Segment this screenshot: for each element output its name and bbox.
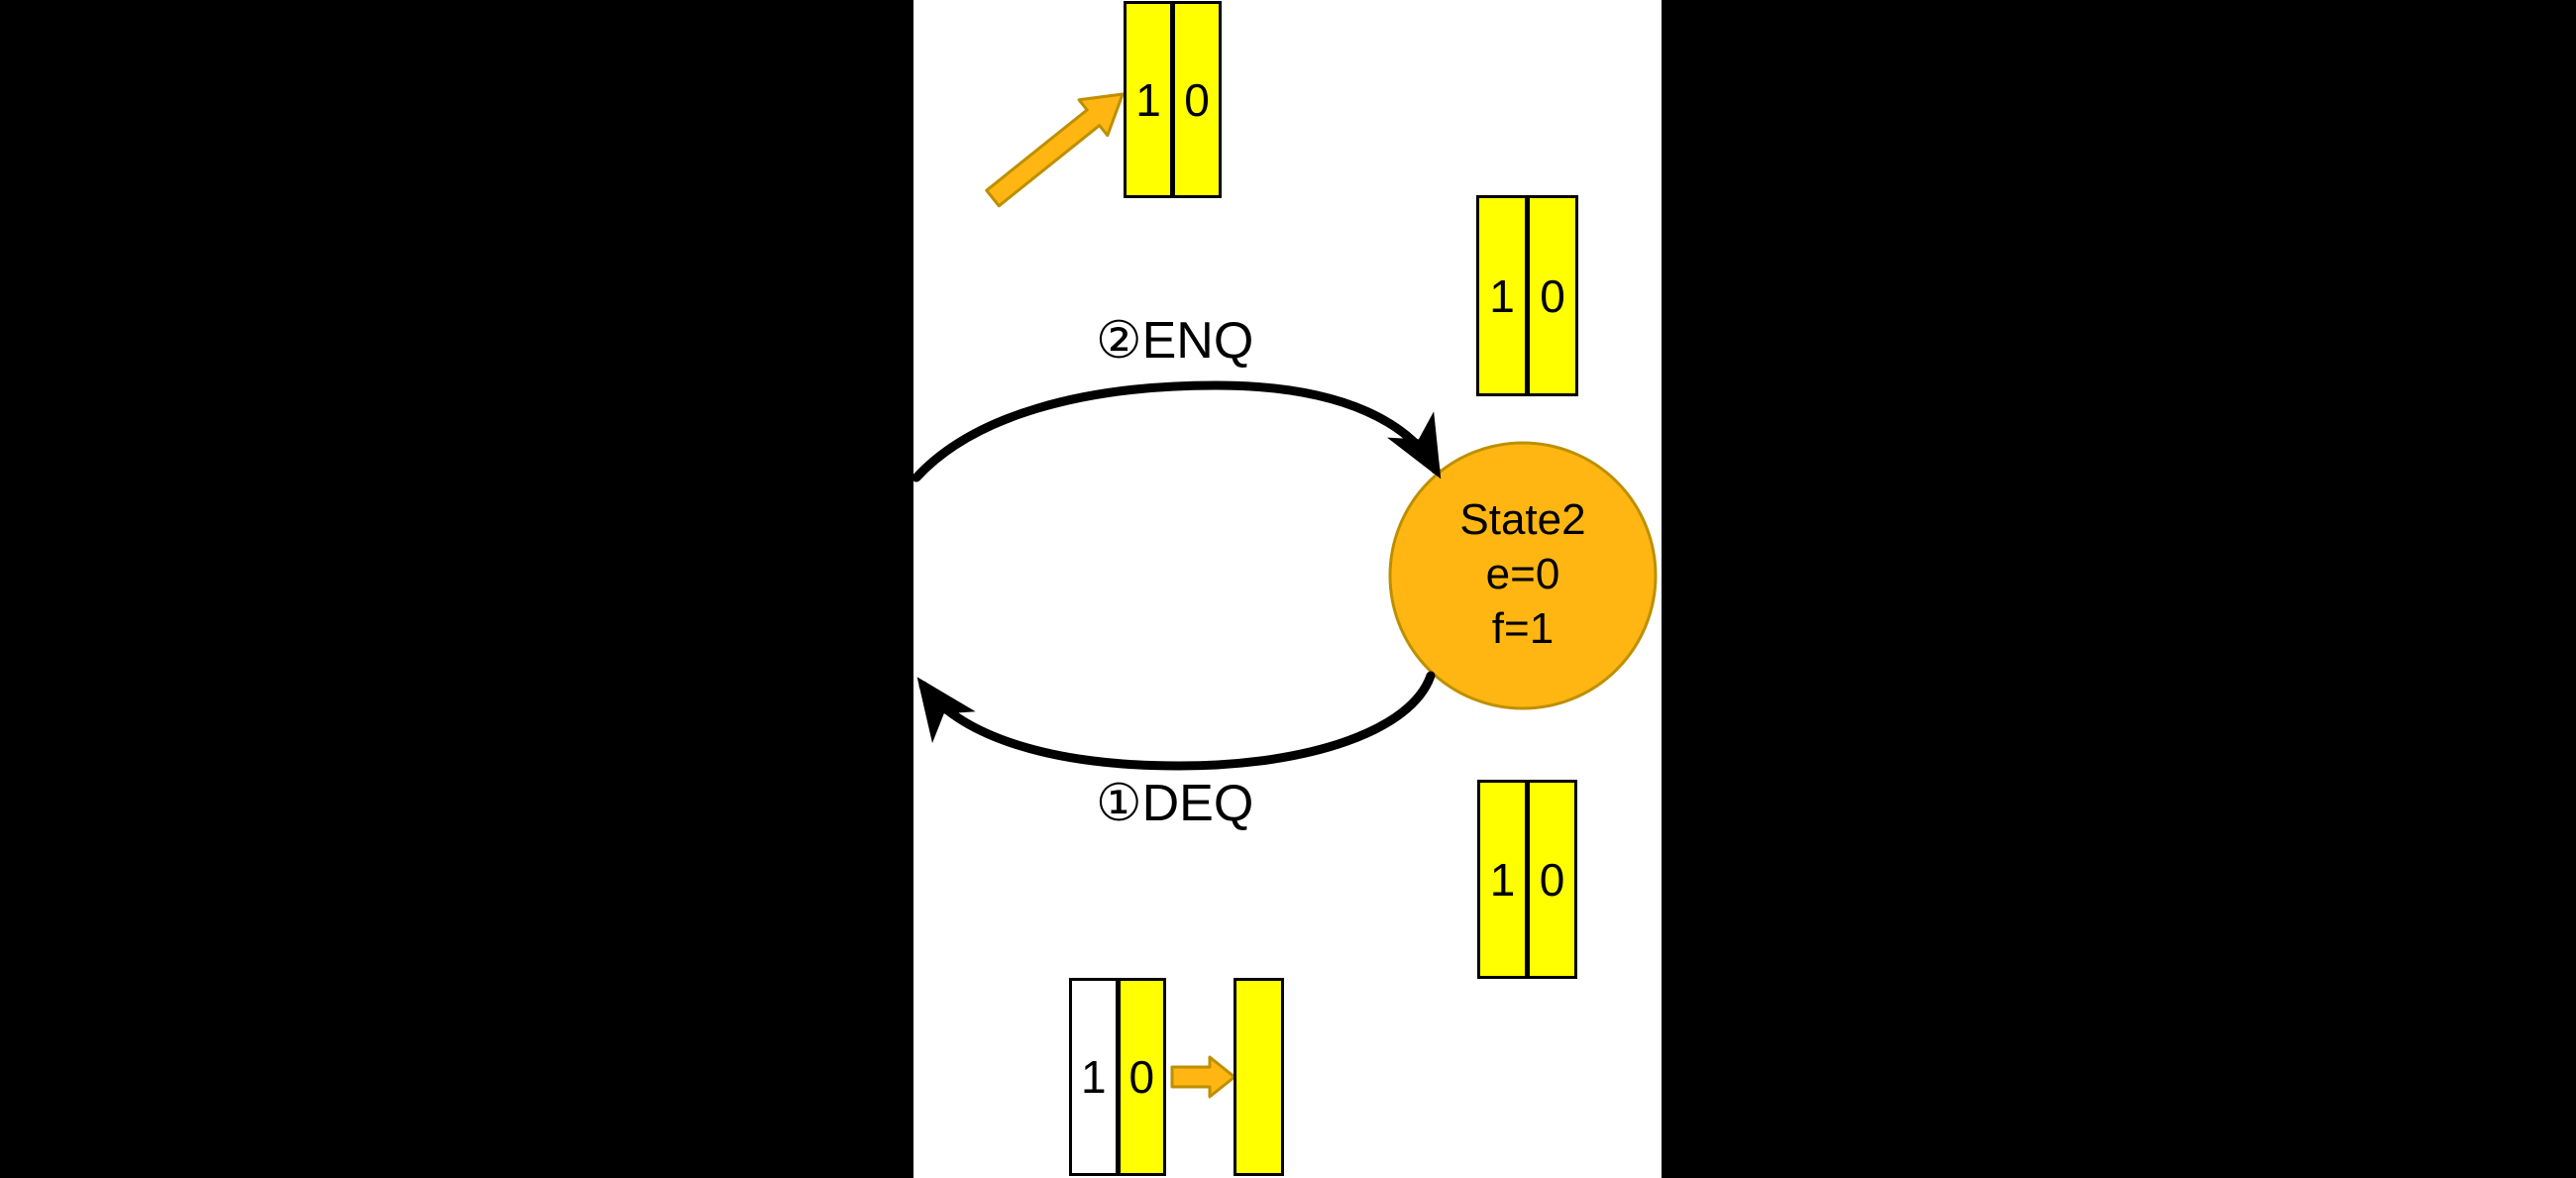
queue-snapshot-upper-right: 1 0 xyxy=(1476,195,1578,396)
cell-divider xyxy=(1525,783,1530,976)
queue-cell: 1 xyxy=(1479,198,1525,393)
cell-divider xyxy=(1525,198,1530,393)
letterbox-left xyxy=(0,0,913,1178)
state-title: State2 xyxy=(1459,495,1586,544)
queue-cell: 0 xyxy=(1175,4,1219,195)
queue-snapshot-bottom-dequeue: 1 0 xyxy=(1069,978,1166,1176)
queue-cell: 0 xyxy=(1120,981,1163,1173)
queue-snapshot-top: 1 0 xyxy=(1124,1,1222,198)
queue-cell-dequeued: 1 xyxy=(1072,981,1116,1173)
queue-snapshot-lower-right: 1 0 xyxy=(1477,780,1577,979)
queue-cell: 1 xyxy=(1480,783,1525,976)
cell-divider xyxy=(1170,4,1175,195)
deq-transition-label: ①DEQ xyxy=(1096,775,1254,832)
queue-cell: 0 xyxy=(1530,198,1575,393)
state2-node-circle xyxy=(1388,441,1658,710)
queue-target-column xyxy=(1234,978,1284,1176)
enq-transition-label: ②ENQ xyxy=(1096,312,1254,370)
queue-cell: 0 xyxy=(1530,783,1574,976)
state-full-flag: f=1 xyxy=(1491,604,1555,653)
deq-transition-arc xyxy=(916,671,1436,771)
letterbox-right xyxy=(1662,0,2576,1178)
diagram-shapes xyxy=(913,92,1658,1099)
cell-divider xyxy=(1115,981,1121,1173)
state-empty-flag: e=0 xyxy=(1485,550,1560,598)
dequeue-shift-arrow-icon xyxy=(1170,1055,1236,1099)
state2-node-text: State2 e=0 f=1 xyxy=(1390,492,1656,656)
slide-area: 1 0 1 0 1 0 1 0 ②ENQ ①DEQ State2 e=0 f=1 xyxy=(913,0,1662,1178)
enq-transition-arc xyxy=(913,380,1442,482)
queue-pointer-arrow-icon xyxy=(985,92,1125,208)
queue-cell: 1 xyxy=(1127,4,1170,195)
